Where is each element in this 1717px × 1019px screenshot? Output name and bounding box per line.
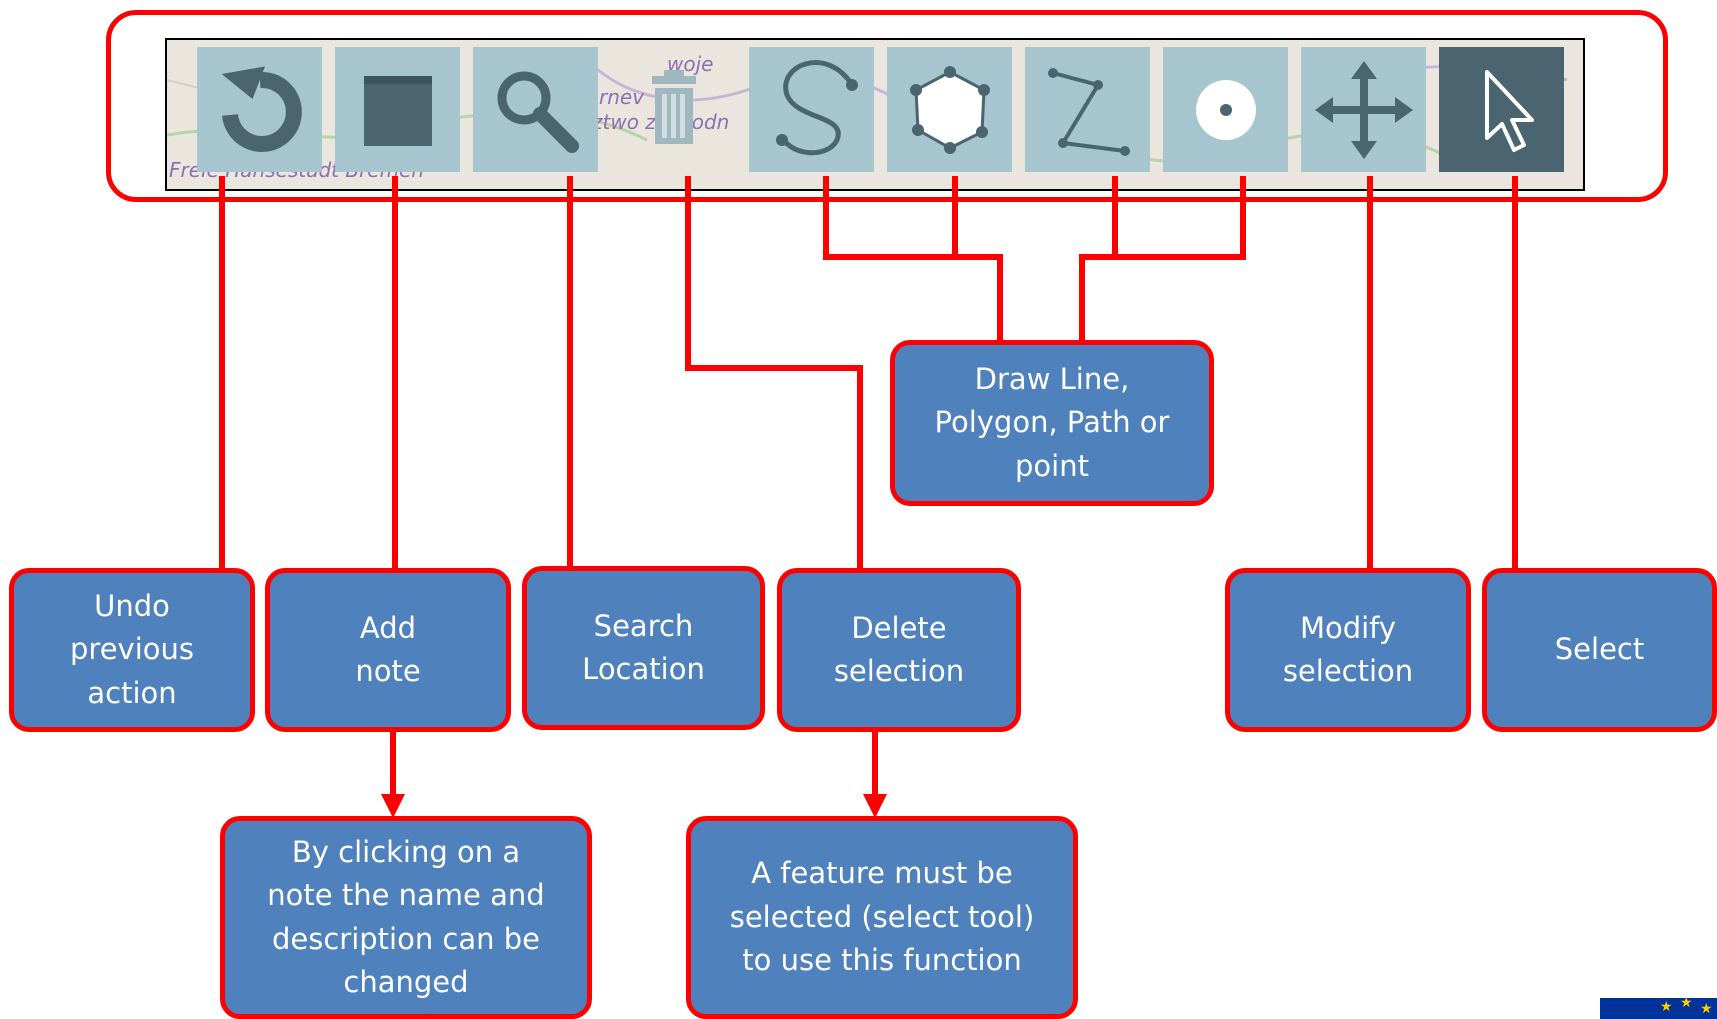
draw-path-icon — [775, 59, 858, 155]
callout-add-note: Add note — [265, 568, 511, 732]
callout-delete: Delete selection — [777, 568, 1021, 732]
callout-delete-detail: A feature must be selected (select tool)… — [686, 816, 1078, 1019]
select-button[interactable] — [1439, 47, 1564, 172]
callout-note-detail: By clicking on a note the name and descr… — [220, 816, 592, 1019]
trash-can-icon — [651, 69, 696, 144]
callout-select: Select — [1482, 568, 1717, 732]
map-label: rnev — [599, 85, 645, 109]
draw-point-icon — [1195, 79, 1256, 140]
note-icon — [363, 75, 432, 146]
callout-modify: Modify selection — [1225, 568, 1471, 732]
magnifier-icon — [497, 71, 579, 153]
undo-button[interactable] — [197, 47, 322, 172]
draw-polygon-button[interactable] — [887, 47, 1012, 172]
cursor-arrow-icon — [1484, 69, 1534, 152]
draw-line-button[interactable] — [1025, 47, 1150, 172]
draw-path-button[interactable] — [749, 47, 874, 172]
connector-delete — [685, 176, 863, 572]
callout-undo: Undo previous action — [9, 568, 255, 732]
draw-polygon-icon — [909, 65, 990, 154]
connector-draw-right — [1079, 176, 1246, 342]
callout-search: Search Location — [522, 566, 765, 730]
map-toolbar: Freie Hansestadt Bremen woje ztwo zachod… — [165, 38, 1585, 191]
arrowhead — [381, 794, 405, 818]
delete-selection-button[interactable] — [611, 47, 736, 172]
modify-selection-button[interactable] — [1301, 47, 1426, 172]
undo-arrow-icon — [221, 65, 302, 152]
eu-flag-icon: ★ ★ ★ — [1600, 996, 1717, 1019]
add-note-button[interactable] — [335, 47, 460, 172]
draw-line-icon — [1047, 67, 1130, 156]
search-location-button[interactable] — [473, 47, 598, 172]
callout-draw: Draw Line, Polygon, Path or point — [890, 340, 1214, 506]
connector-draw-left — [823, 176, 1003, 342]
arrowhead — [863, 794, 887, 818]
move-arrows-icon — [1314, 60, 1413, 159]
draw-point-button[interactable] — [1163, 47, 1288, 172]
